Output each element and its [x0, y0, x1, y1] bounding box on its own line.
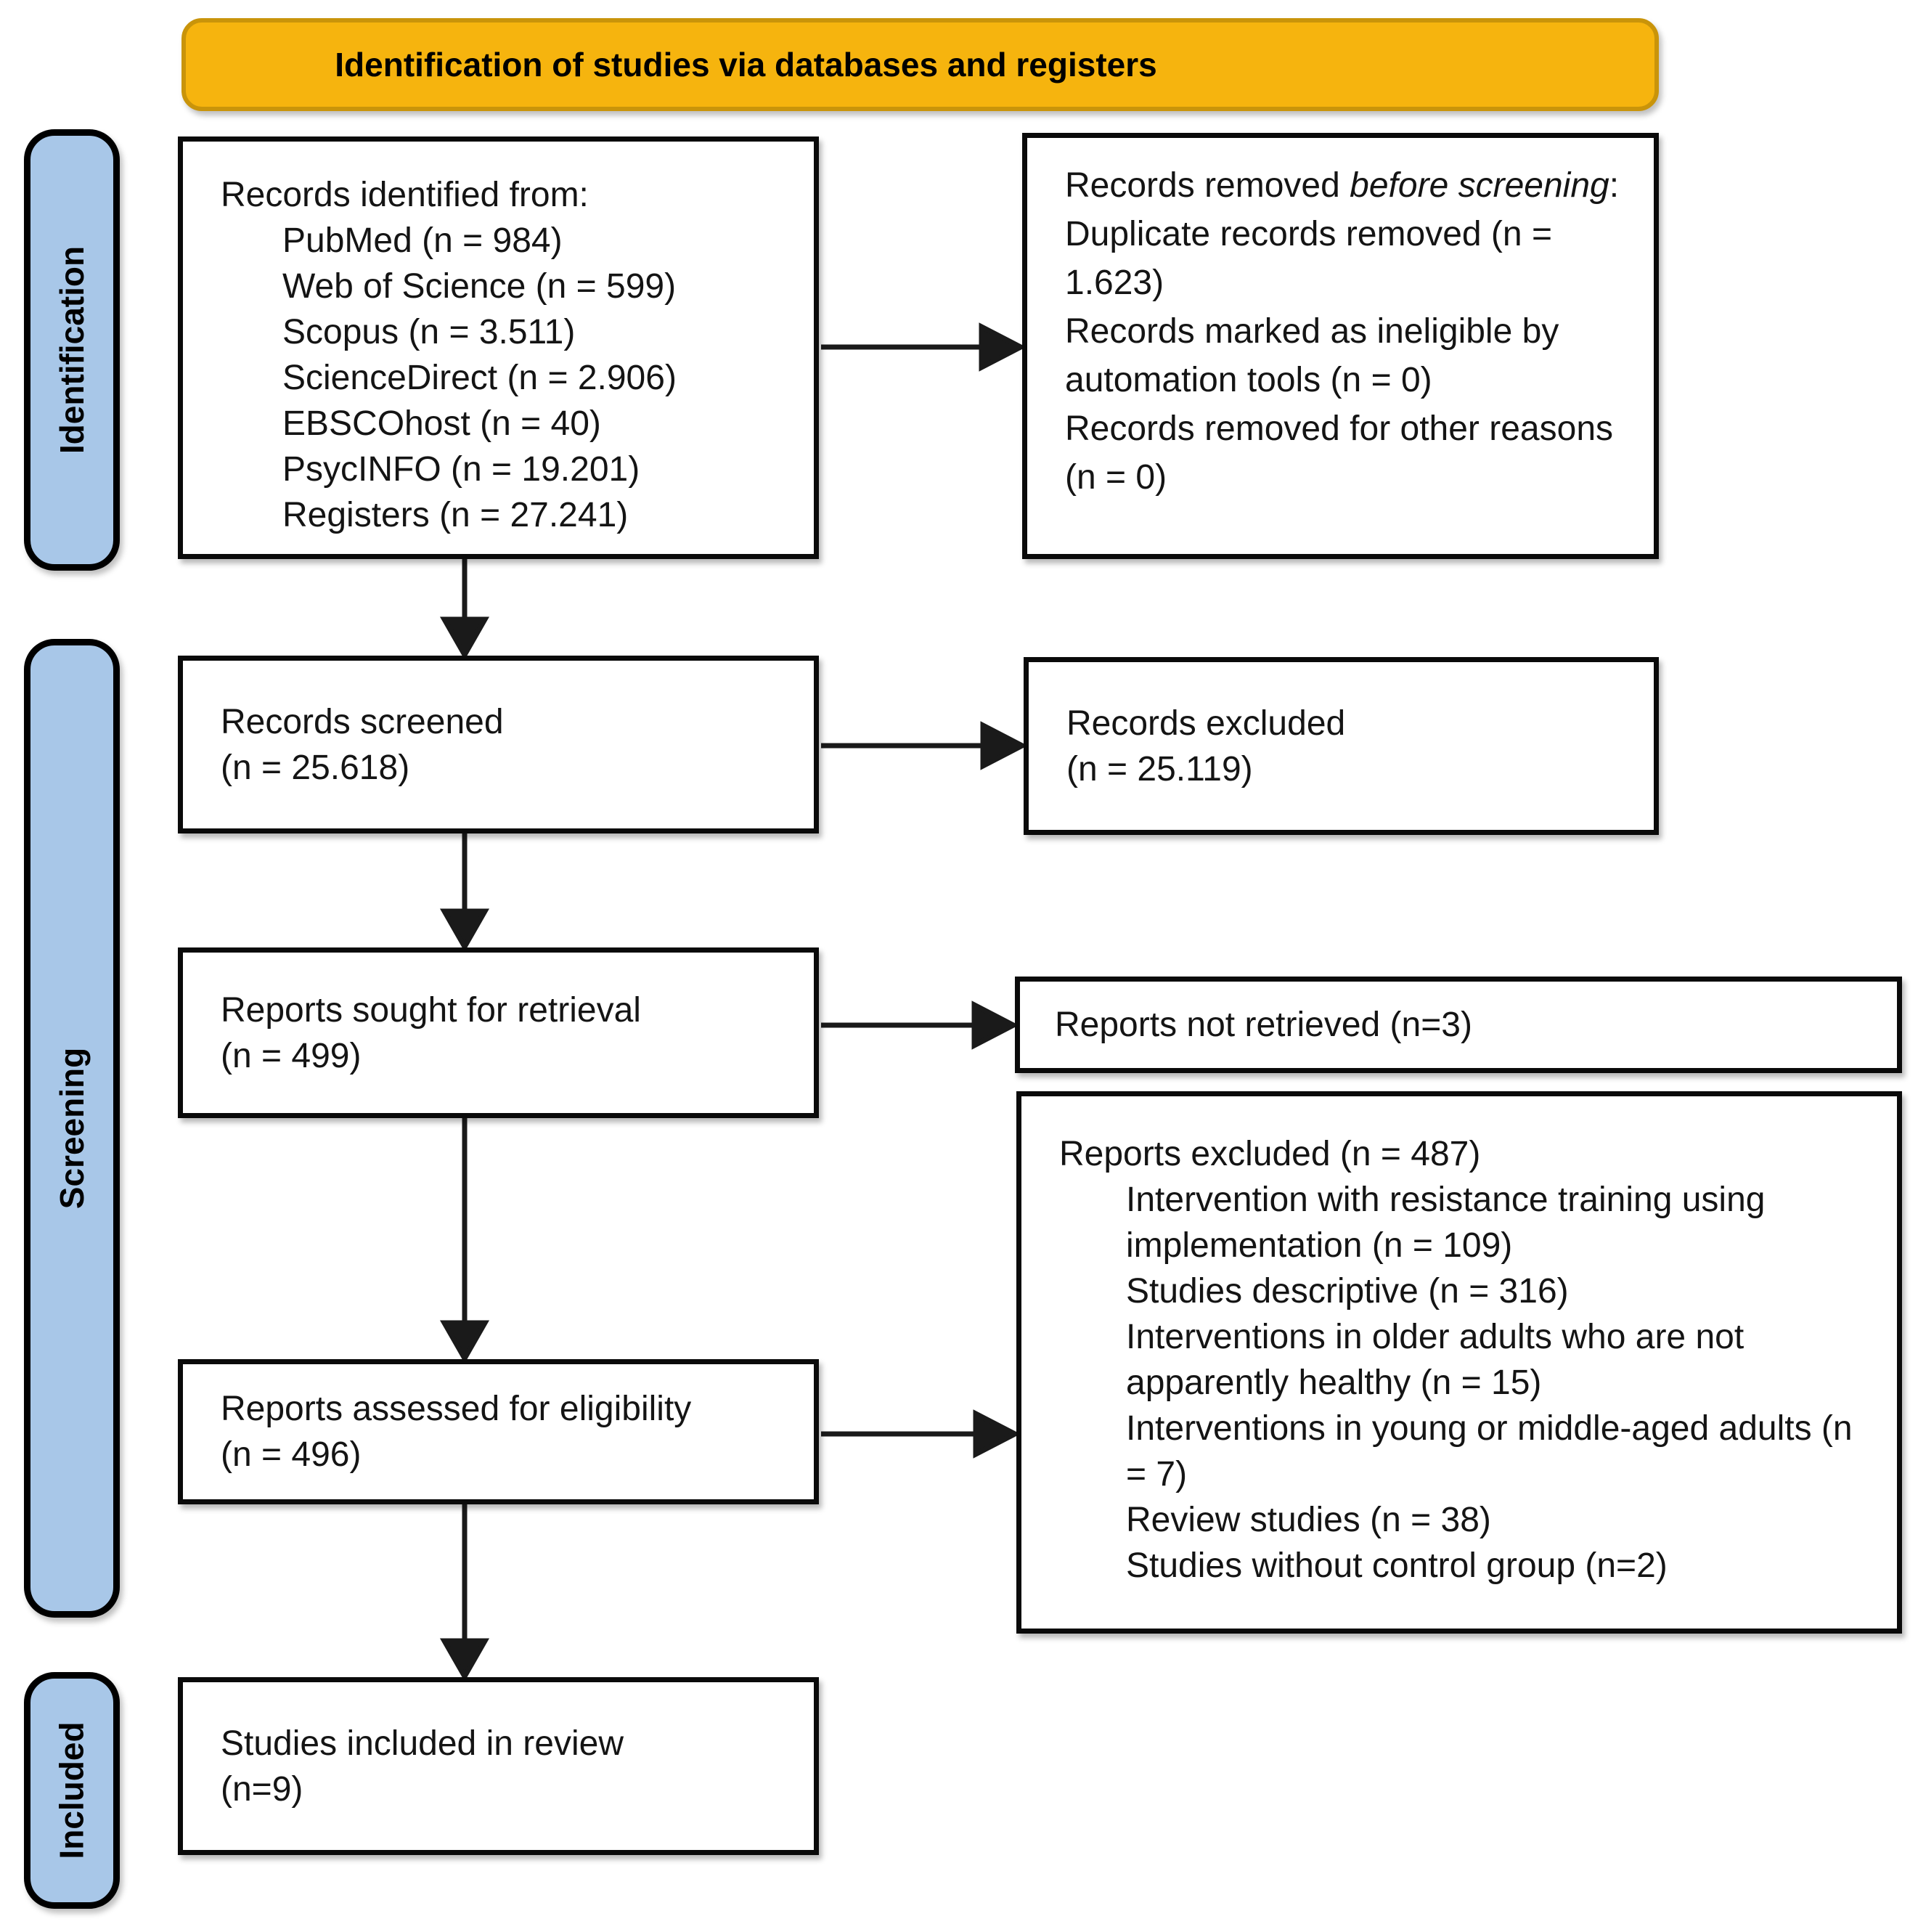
records-identified-title: Records identified from:	[221, 176, 589, 214]
box-reports-not-retrieved: Reports not retrieved (n=3)	[1015, 977, 1902, 1073]
arrowhead-screened-to-sought	[439, 908, 490, 953]
box-reports-excluded: Reports excluded (n = 487) Intervention …	[1016, 1091, 1902, 1634]
arrowhead-identified-to-screened	[439, 616, 490, 661]
reports-excluded-reason: Studies descriptive (n = 316)	[1126, 1272, 1569, 1311]
box-studies-included: Studies included in review (n=9)	[178, 1677, 819, 1855]
records-identified-source: Web of Science (n = 599)	[282, 267, 677, 306]
reports-sought-count: (n = 499)	[221, 1036, 362, 1075]
records-removed-line: Records removed for other reasons (n = 0…	[1065, 409, 1614, 497]
records-identified-source: Registers (n = 27.241)	[282, 496, 629, 534]
records-identified-source: PubMed (n = 984)	[282, 221, 563, 260]
stage-label-identification: Identification	[24, 129, 120, 571]
box-reports-sought: Reports sought for retrieval (n = 499)	[178, 947, 819, 1118]
records-excluded-text: Records excluded	[1066, 704, 1346, 743]
records-identified-source: PsycINFO (n = 19.201)	[282, 450, 640, 489]
reports-excluded-reason: Studies without control group (n=2)	[1126, 1546, 1668, 1585]
reports-excluded-reason: Interventions in older adults who are no…	[1126, 1318, 1744, 1402]
records-screened-text: Records screened	[221, 702, 504, 741]
banner-title: Identification of studies via databases …	[335, 46, 1157, 83]
arrowhead-assessed-to-included	[439, 1638, 490, 1682]
records-removed-line: Records marked as ineligible by automati…	[1065, 312, 1559, 399]
reports-not-retrieved-text: Reports not retrieved (n=3)	[1055, 1006, 1472, 1044]
box-records-screened: Records screened (n = 25.618)	[178, 656, 819, 833]
reports-excluded-reason: Intervention with resistance training us…	[1126, 1181, 1766, 1265]
records-excluded-count: (n = 25.119)	[1066, 749, 1253, 788]
reports-excluded-title: Reports excluded (n = 487)	[1059, 1135, 1481, 1173]
arrowhead-assessed-to-reportsexcluded	[973, 1409, 1021, 1459]
stage-label-screening-text: Screening	[53, 1047, 91, 1210]
records-removed-line: Duplicate records removed (n = 1.623)	[1065, 215, 1552, 302]
banner: Identification of studies via databases …	[181, 18, 1659, 111]
records-identified-source: Scopus (n = 3.511)	[282, 313, 576, 351]
records-identified-source: EBSCOhost (n = 40)	[282, 404, 601, 443]
reports-sought-text: Reports sought for retrieval	[221, 990, 641, 1030]
studies-included-count: (n=9)	[221, 1769, 303, 1809]
reports-excluded-reason: Review studies (n = 38)	[1126, 1501, 1491, 1539]
box-records-removed: Records removed before screening: Duplic…	[1022, 133, 1659, 559]
box-reports-assessed: Reports assessed for eligibility (n = 49…	[178, 1359, 819, 1504]
arrowhead-screened-to-excluded	[980, 721, 1028, 770]
box-records-identified: Records identified from: PubMed (n = 984…	[178, 136, 819, 559]
records-identified-source: ScienceDirect (n = 2.906)	[282, 359, 677, 397]
box-records-excluded: Records excluded (n = 25.119)	[1024, 657, 1659, 835]
stage-label-included: Included	[24, 1672, 120, 1909]
stage-label-included-text: Included	[53, 1721, 91, 1859]
studies-included-text: Studies included in review	[221, 1724, 624, 1763]
records-removed-title: Records removed before screening:	[1065, 166, 1620, 205]
arrowhead-sought-to-notretrieved	[971, 1000, 1019, 1050]
reports-excluded-reason: Interventions in young or middle-aged ad…	[1126, 1409, 1853, 1493]
reports-assessed-text: Reports assessed for eligibility	[221, 1390, 692, 1428]
arrowhead-identified-to-removed	[979, 322, 1027, 372]
stage-label-screening: Screening	[24, 639, 120, 1618]
records-screened-count: (n = 25.618)	[221, 748, 410, 787]
stage-label-identification-text: Identification	[53, 245, 91, 455]
arrowhead-sought-to-assessed	[439, 1320, 490, 1364]
reports-assessed-count: (n = 496)	[221, 1435, 362, 1474]
